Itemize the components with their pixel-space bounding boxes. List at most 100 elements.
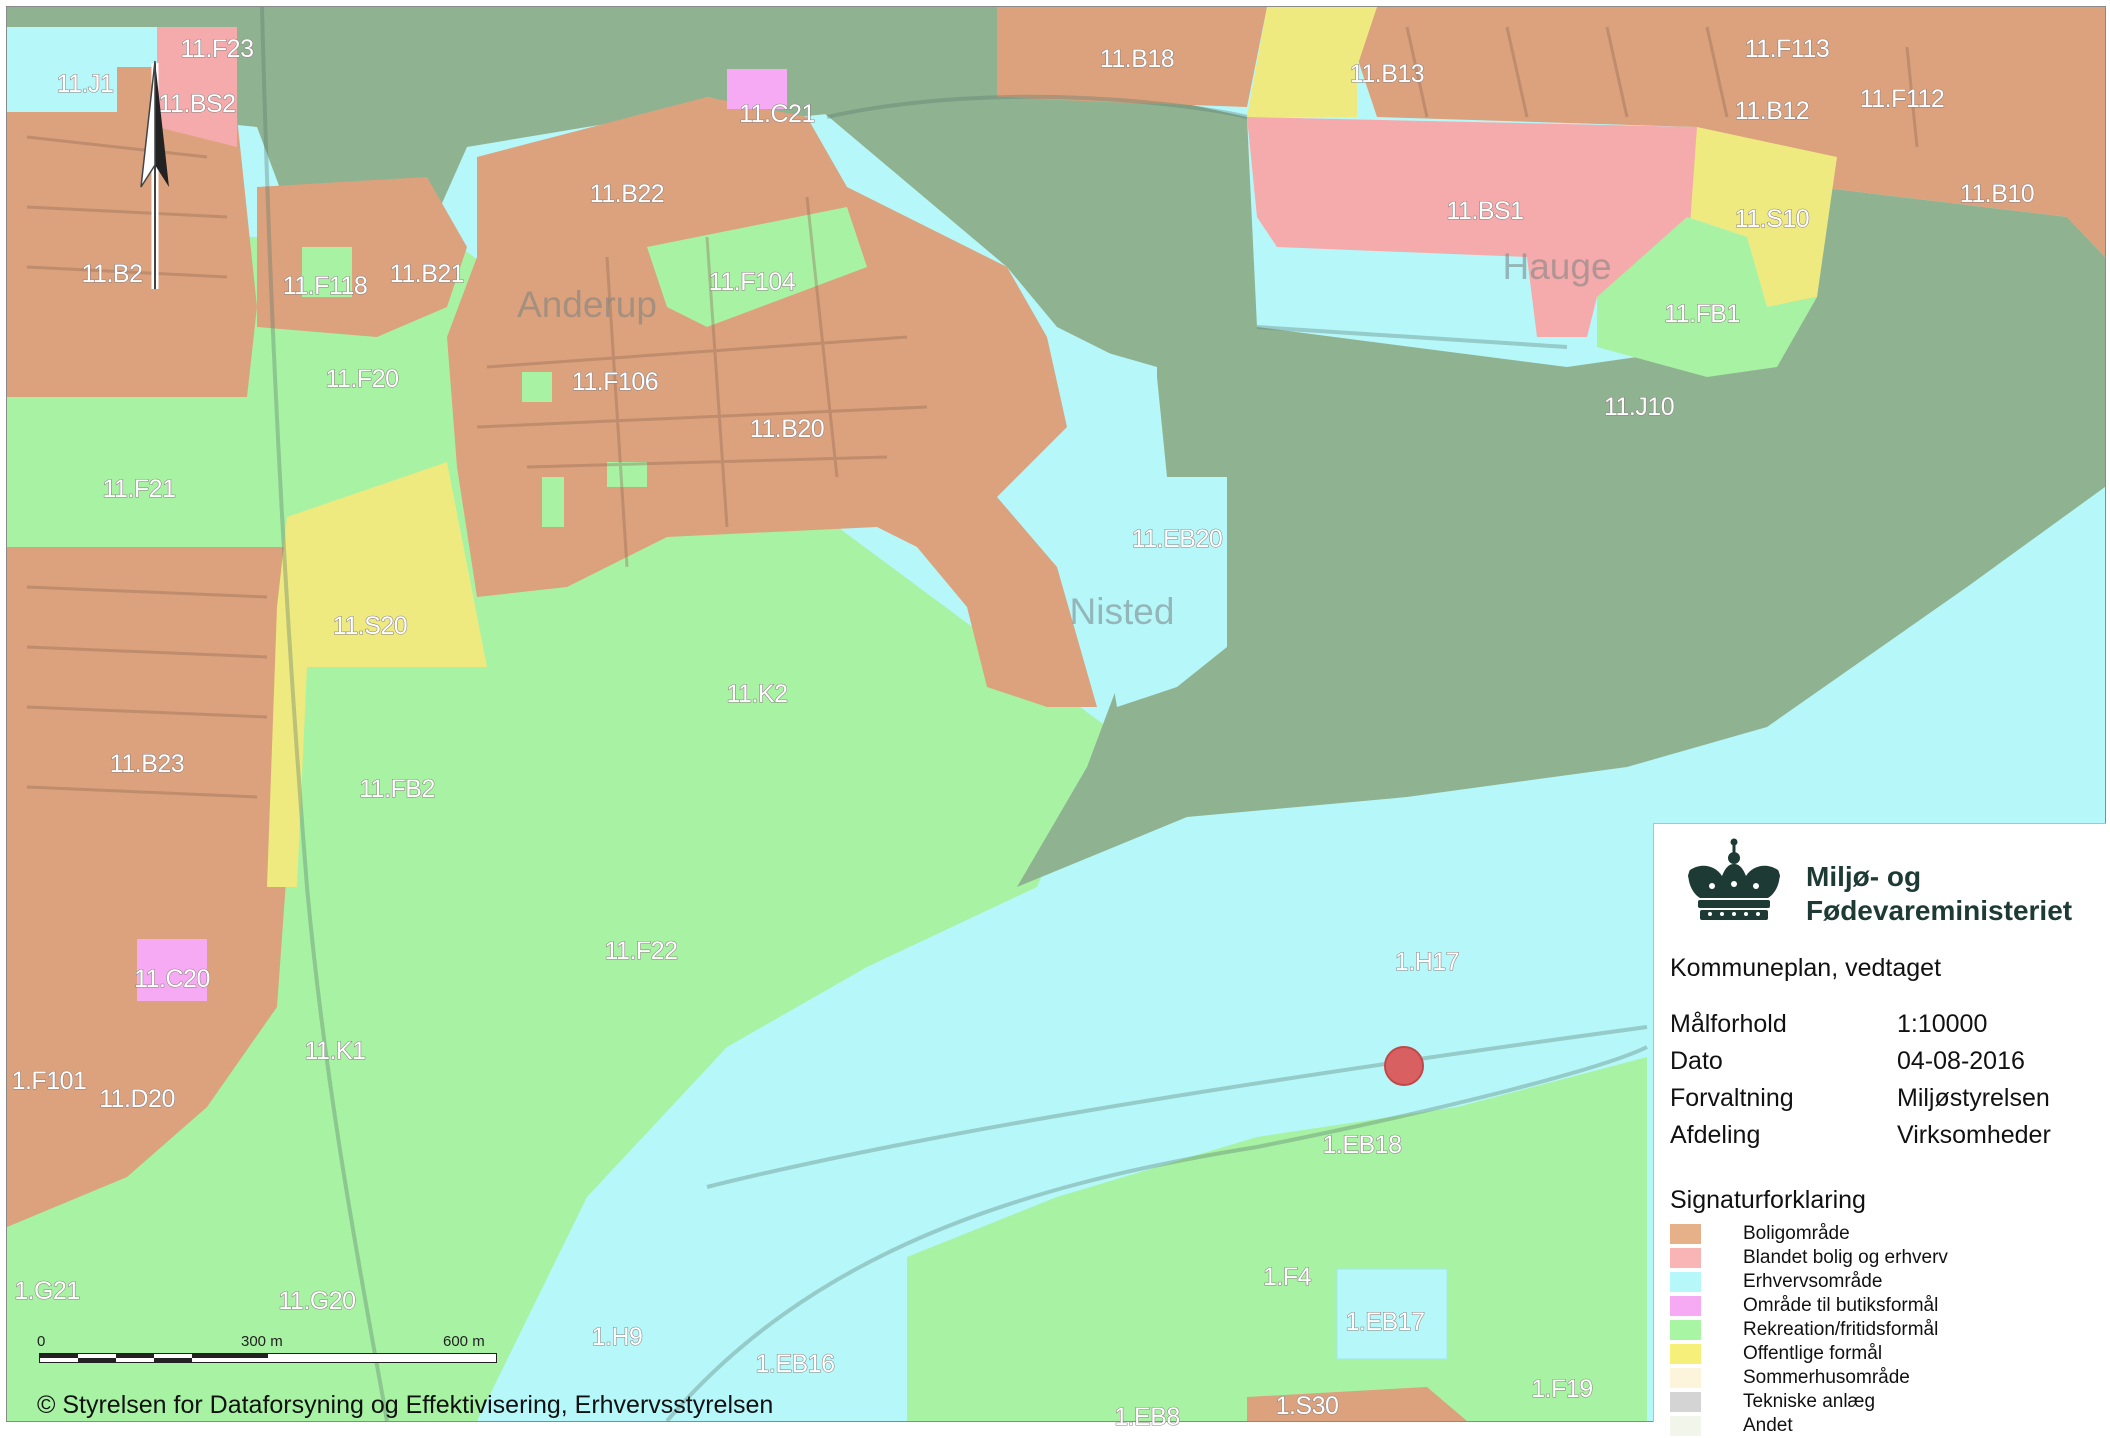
- legend-item: Sommerhusområde: [1670, 1366, 2090, 1390]
- legend-label: Offentlige formål: [1743, 1343, 1883, 1364]
- metadata-key: Dato: [1670, 1047, 1723, 1075]
- zone-label: 1.F19: [1531, 1375, 1592, 1403]
- zone-label: 11.K2: [727, 680, 788, 708]
- zone-label: 11.D20: [99, 1085, 175, 1113]
- ministry-name: Miljø- og Fødevareministeriet: [1806, 860, 2072, 928]
- zone-area-public-s10: [1687, 127, 1837, 307]
- legend-swatch: [1670, 1248, 1701, 1268]
- zone-label: 11.BS2: [158, 90, 235, 118]
- zone-area-recreation-fb1: [1597, 217, 1817, 377]
- zone-label: 11.F104: [709, 268, 796, 296]
- zone-label: 11.C20: [134, 965, 210, 993]
- legend-item: Blandet bolig og erhverv: [1670, 1246, 2090, 1270]
- legend-item: Boligområde: [1670, 1222, 2090, 1246]
- zone-area-residential-b18: [997, 7, 1267, 107]
- metadata-row: Forvaltning Miljøstyrelsen: [1670, 1084, 2090, 1121]
- legend-item: Tekniske anlæg: [1670, 1390, 2090, 1414]
- zone-area-recreation-patch: [522, 372, 552, 402]
- metadata-value: Virksomheder: [1897, 1121, 2051, 1149]
- zone-area-public-b13: [1247, 7, 1377, 117]
- metadata-value: Miljøstyrelsen: [1897, 1084, 2050, 1112]
- metadata-key: Afdeling: [1670, 1121, 1761, 1149]
- zone-area-residential-north-east: [1357, 7, 2105, 257]
- legend-item: Offentlige formål: [1670, 1342, 2090, 1366]
- legend-swatch: [1670, 1344, 1701, 1364]
- zone-label: 1.H17: [1395, 948, 1459, 976]
- legend-swatch: [1670, 1416, 1701, 1436]
- zone-area-forest-north: [7, 7, 997, 237]
- zone-area-residential-west: [7, 67, 257, 397]
- ministry-name-line-1: Miljø- og: [1806, 861, 1922, 892]
- zone-label: 11.J1: [57, 70, 114, 98]
- copyright-text: © Styrelsen for Dataforsyning og Effekti…: [37, 1391, 774, 1419]
- zone-label: 11.FB1: [1664, 300, 1740, 328]
- zone-label: 11.F118: [283, 272, 368, 300]
- legend-item: Område til butiksformål: [1670, 1294, 2090, 1318]
- scale-bar-graphic: [39, 1353, 497, 1363]
- zone-area-recreation-southwest: [7, 237, 1107, 1421]
- zone-label: 11.B12: [1735, 97, 1809, 125]
- zone-area-public-s20: [267, 462, 487, 887]
- legend-title: Signaturforklaring: [1670, 1186, 1866, 1214]
- crown-logo-icon: [1688, 838, 1780, 920]
- metadata-value: 04-08-2016: [1897, 1047, 2025, 1075]
- zone-area-residential-b20: [447, 97, 1097, 707]
- zone-label: 11.C21: [739, 100, 815, 128]
- legend-label: Tekniske anlæg: [1743, 1391, 1876, 1412]
- legend-item: Rekreation/fritidsformål: [1670, 1318, 2090, 1342]
- zone-label: 11.B2: [82, 260, 143, 288]
- scale-bar-label-300: 300 m: [241, 1333, 283, 1350]
- metadata-row: Dato 04-08-2016: [1670, 1047, 2090, 1084]
- street-grid: [26, 26, 1919, 799]
- metadata-key: Målforhold: [1670, 1010, 1787, 1038]
- zone-label: 1.EB16: [755, 1350, 834, 1378]
- zone-area-residential-west-b23: [7, 547, 297, 1227]
- legend-swatch: [1670, 1224, 1701, 1244]
- location-marker[interactable]: [1384, 1046, 1424, 1086]
- ministry-name-line-2: Fødevareministeriet: [1806, 895, 2073, 926]
- scale-bar-label-600: 600 m: [443, 1333, 485, 1350]
- zone-area-recreation-f104: [647, 207, 867, 327]
- zone-label: 11.B22: [590, 180, 664, 208]
- legend-swatch: [1670, 1296, 1701, 1316]
- zone-label: 1.H9: [592, 1323, 643, 1351]
- metadata-row: Afdeling Virksomheder: [1670, 1121, 2090, 1158]
- legend-panel: Miljø- og Fødevareministeriet Kommunepla…: [1653, 823, 2106, 1436]
- place-name: Anderup: [517, 284, 657, 325]
- legend-swatch: [1670, 1392, 1701, 1412]
- north-arrow-icon: [140, 60, 169, 289]
- legend-label: Område til butiksformål: [1743, 1295, 1939, 1316]
- zone-label: 11.B10: [1960, 180, 2034, 208]
- zone-label: 1.EB18: [1322, 1131, 1401, 1159]
- place-name: Hauge: [1502, 246, 1611, 287]
- zone-label: 11.F21: [103, 475, 176, 503]
- road-network: [260, 6, 1648, 1423]
- legend-item: Andet: [1670, 1414, 2090, 1438]
- zone-label: 1.EB17: [1345, 1308, 1424, 1336]
- metadata-key: Forvaltning: [1670, 1084, 1794, 1112]
- zone-label: 11.F113: [1745, 35, 1830, 63]
- zone-area-shop-c20: [137, 939, 207, 1001]
- place-name: Nisted: [1070, 591, 1175, 632]
- legend-label: Andet: [1743, 1415, 1793, 1436]
- zone-label: 11.F23: [181, 35, 254, 63]
- legend-label: Sommerhusområde: [1743, 1367, 1910, 1388]
- zone-area-recreation-right: [1487, 1087, 1647, 1307]
- zone-label: 11.F112: [1860, 85, 1945, 113]
- legend-label: Blandet bolig og erhverv: [1743, 1247, 1948, 1268]
- legend-label: Boligområde: [1743, 1223, 1850, 1244]
- legend-label: Rekreation/fritidsformål: [1743, 1319, 1939, 1340]
- zone-label: 1.F101: [12, 1067, 87, 1095]
- legend-swatch: [1670, 1320, 1701, 1340]
- scale-bar-label-0: 0: [37, 1333, 46, 1350]
- zone-label: 11.EB20: [1132, 525, 1223, 553]
- legend-label: Erhvervsområde: [1743, 1271, 1883, 1292]
- zone-area-recreation-eb17: [1336, 1268, 1448, 1360]
- zone-label: 11.FB2: [359, 775, 435, 803]
- zone-label: 11.F22: [605, 937, 678, 965]
- zone-area-mixed-bs2: [157, 27, 237, 147]
